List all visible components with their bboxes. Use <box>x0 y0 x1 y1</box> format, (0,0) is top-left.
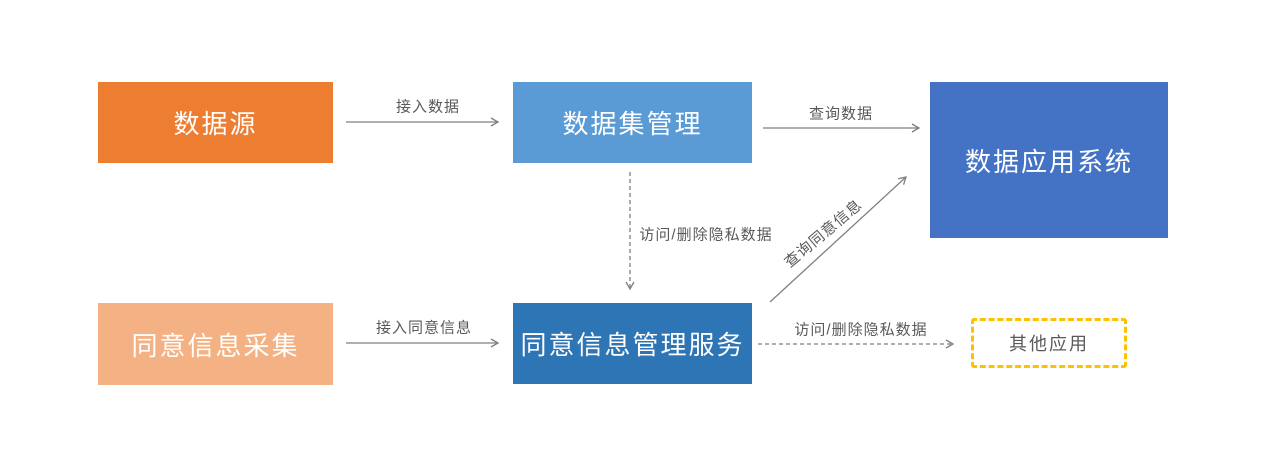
edge-label-access-data: 接入数据 <box>395 98 461 116</box>
edge-label-access-delete-private-mid: 访问/删除隐私数据 <box>639 226 773 244</box>
node-consent-collect-label: 同意信息采集 <box>131 330 300 361</box>
node-consent-collect: 同意信息采集 <box>98 303 333 385</box>
edge-label-access-consent: 接入同意信息 <box>375 319 473 337</box>
node-dataset-mgmt-label: 数据集管理 <box>562 109 703 139</box>
node-data-app-system: 数据应用系统 <box>930 82 1168 238</box>
node-data-app-system-label: 数据应用系统 <box>964 146 1133 177</box>
node-data-source-label: 数据源 <box>173 109 258 139</box>
node-dataset-mgmt: 数据集管理 <box>513 82 752 163</box>
edge-label-access-delete-private-bottom: 访问/删除隐私数据 <box>794 321 928 339</box>
node-data-source: 数据源 <box>98 82 333 163</box>
node-other-apps: 其他应用 <box>971 318 1127 368</box>
node-consent-mgmt: 同意信息管理服务 <box>513 303 752 384</box>
arrow-query-consent <box>769 176 907 303</box>
node-consent-mgmt-label: 同意信息管理服务 <box>520 330 745 360</box>
node-other-apps-label: 其他应用 <box>1009 334 1089 354</box>
edge-label-query-data: 查询数据 <box>808 105 874 123</box>
